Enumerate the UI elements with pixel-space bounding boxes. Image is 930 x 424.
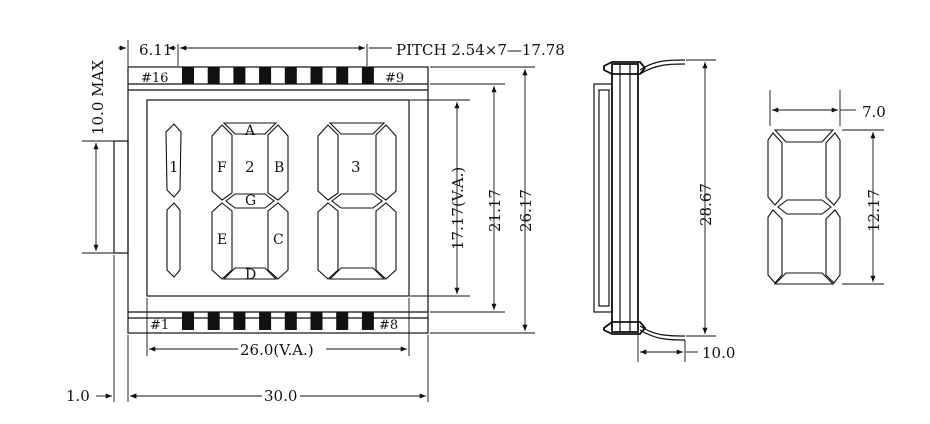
top-pin-pad bbox=[207, 67, 220, 84]
dim-digit-width: 7.0 bbox=[862, 103, 886, 121]
bottom-pin-pad bbox=[310, 312, 323, 330]
segment-label-c: C bbox=[273, 232, 284, 248]
dim-va-width: 26.0(V.A.) bbox=[240, 341, 314, 359]
segment-1-upper bbox=[165, 123, 182, 198]
top-pin-pad bbox=[182, 67, 194, 84]
dim-va-height: 17.17(V.A.) bbox=[449, 167, 467, 250]
dim-pin-depth: 10.0 bbox=[702, 344, 735, 362]
segment-3a bbox=[328, 122, 386, 135]
bottom-pin-pad bbox=[284, 312, 297, 330]
dim-pitch: PITCH 2.54×7—17.78 bbox=[396, 41, 565, 59]
top-pin-pad bbox=[361, 67, 374, 84]
segment-label-e: E bbox=[217, 232, 227, 248]
top-pin-pad bbox=[336, 67, 349, 84]
pin-label-16: #16 bbox=[141, 71, 168, 86]
segment-3d bbox=[328, 267, 386, 280]
glass-stack bbox=[611, 63, 639, 333]
segment-label-b: B bbox=[274, 160, 284, 176]
digit-label-3: 3 bbox=[351, 158, 361, 176]
bottom-pin-pad bbox=[182, 312, 194, 330]
top-pin-clip bbox=[603, 61, 647, 75]
bottom-pin-row bbox=[182, 312, 374, 330]
digit-label-1: 1 bbox=[169, 158, 179, 176]
detail-segment-c bbox=[825, 209, 841, 284]
detail-segment-e bbox=[767, 209, 783, 284]
side-view: 28.67 10.0 bbox=[593, 59, 735, 362]
dim-glass-height: 21.17 bbox=[486, 189, 504, 232]
segment-b bbox=[267, 124, 289, 201]
dim-side-height: 28.67 bbox=[697, 183, 715, 226]
segment-label-d: D bbox=[245, 267, 256, 283]
segment-3f bbox=[317, 124, 339, 201]
top-pin-pad bbox=[233, 67, 246, 84]
top-pin-pad bbox=[259, 67, 272, 84]
dim-overall-height: 26.17 bbox=[517, 189, 535, 232]
dim-edge-margin: 1.0 bbox=[66, 387, 90, 405]
detail-segment-f bbox=[767, 132, 783, 206]
segment-label-f: F bbox=[217, 160, 227, 176]
detail-segment-b bbox=[825, 132, 841, 206]
dim-pin-offset: 6.11 bbox=[139, 41, 172, 59]
front-view: #16 #9 #1 #8 1 A B C D E F G 2 bbox=[66, 40, 565, 405]
segment-label-a: A bbox=[244, 123, 256, 139]
segment-e bbox=[211, 202, 233, 280]
pin-label-8: #8 bbox=[379, 318, 398, 333]
dim-digit-height: 12.17 bbox=[865, 189, 883, 232]
detail-segment-a bbox=[773, 129, 835, 143]
viewing-area bbox=[146, 99, 410, 297]
segment-c bbox=[267, 202, 289, 280]
pin-label-9: #9 bbox=[385, 71, 404, 86]
bottom-pin-pad bbox=[233, 312, 246, 330]
digit-2: A B C D E F G 2 bbox=[211, 122, 289, 283]
top-pin-row bbox=[182, 67, 374, 84]
dim-overall-width: 30.0 bbox=[264, 387, 297, 405]
bottom-pin-pad bbox=[336, 312, 349, 330]
segment-3b bbox=[375, 124, 397, 201]
detail-segment-d bbox=[773, 272, 835, 285]
side-ledge bbox=[113, 140, 129, 254]
bottom-pin-pad bbox=[259, 312, 272, 330]
segment-a bbox=[222, 122, 278, 135]
digit-3: 3 bbox=[317, 122, 397, 280]
segment-3e bbox=[317, 202, 339, 280]
bottom-pin-pad bbox=[361, 312, 374, 330]
digit-1: 1 bbox=[165, 123, 182, 278]
segment-3c bbox=[375, 202, 397, 280]
segment-label-g: G bbox=[245, 193, 256, 209]
bottom-pin-pad bbox=[207, 312, 220, 330]
top-pin-pad bbox=[310, 67, 323, 84]
segment-1-lower bbox=[166, 202, 181, 278]
dim-thickness-max: 10.0 MAX bbox=[89, 60, 107, 135]
segment-3g bbox=[331, 193, 383, 209]
segment-d bbox=[222, 267, 278, 280]
digit-label-2: 2 bbox=[245, 158, 255, 176]
segment-f bbox=[211, 124, 233, 201]
pin-label-1: #1 bbox=[150, 318, 169, 333]
segment-g bbox=[225, 193, 275, 209]
digit-detail: 7.0 12.17 bbox=[767, 90, 886, 285]
top-pin-pad bbox=[284, 67, 297, 84]
detail-segment-g bbox=[777, 199, 832, 215]
